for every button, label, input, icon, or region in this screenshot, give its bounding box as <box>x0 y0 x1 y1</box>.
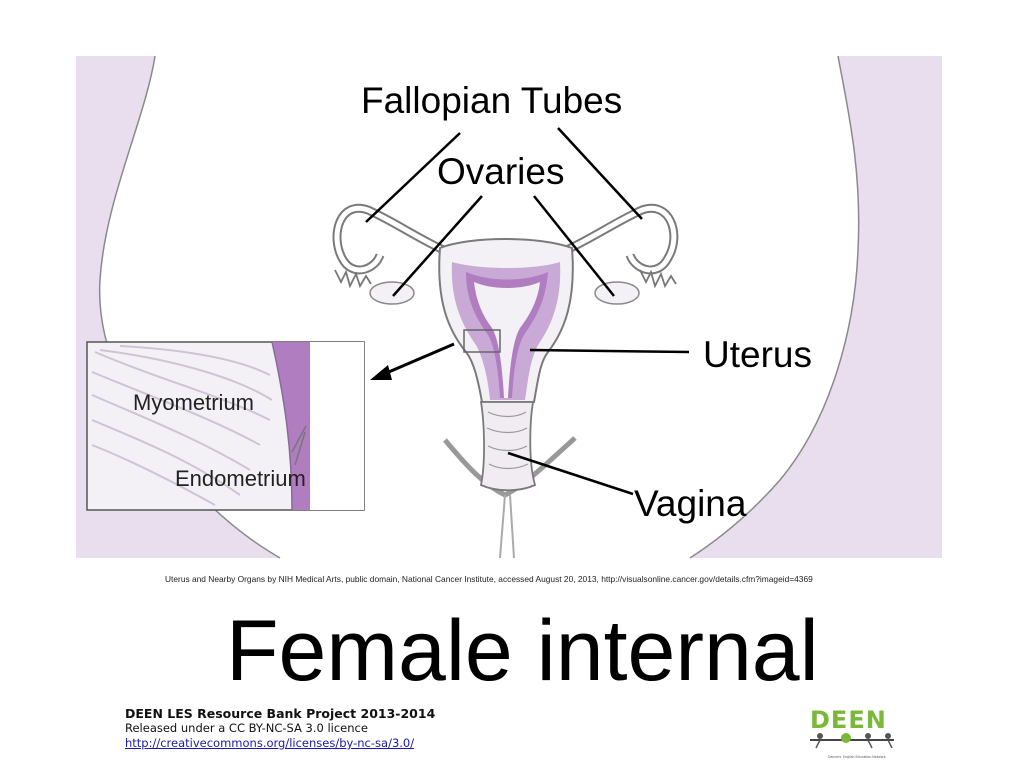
ovary-right <box>595 282 639 304</box>
footer-license-link[interactable]: http://creativecommons.org/licenses/by-n… <box>125 736 435 751</box>
label-myometrium: Myometrium <box>133 390 254 416</box>
slide-title: Female internal <box>226 603 819 699</box>
deen-logo-text: DEEN <box>810 706 887 734</box>
label-endometrium: Endometrium <box>175 466 306 492</box>
footer-license: Released under a CC BY-NC-SA 3.0 licence <box>125 721 435 736</box>
deen-logo: DEEN Dancers' English Education Network <box>806 704 898 762</box>
label-vagina: Vagina <box>634 483 746 525</box>
label-fallopian-tubes: Fallopian Tubes <box>361 80 622 122</box>
label-ovaries: Ovaries <box>437 151 564 193</box>
deen-logo-subtext: Dancers' English Education Network <box>828 755 886 759</box>
image-credit: Uterus and Nearby Organs by NIH Medical … <box>165 574 813 584</box>
footer-project: DEEN LES Resource Bank Project 2013-2014 <box>125 706 435 721</box>
ovary-left <box>370 282 414 304</box>
footer: DEEN LES Resource Bank Project 2013-2014… <box>125 706 435 751</box>
label-uterus: Uterus <box>703 334 812 376</box>
